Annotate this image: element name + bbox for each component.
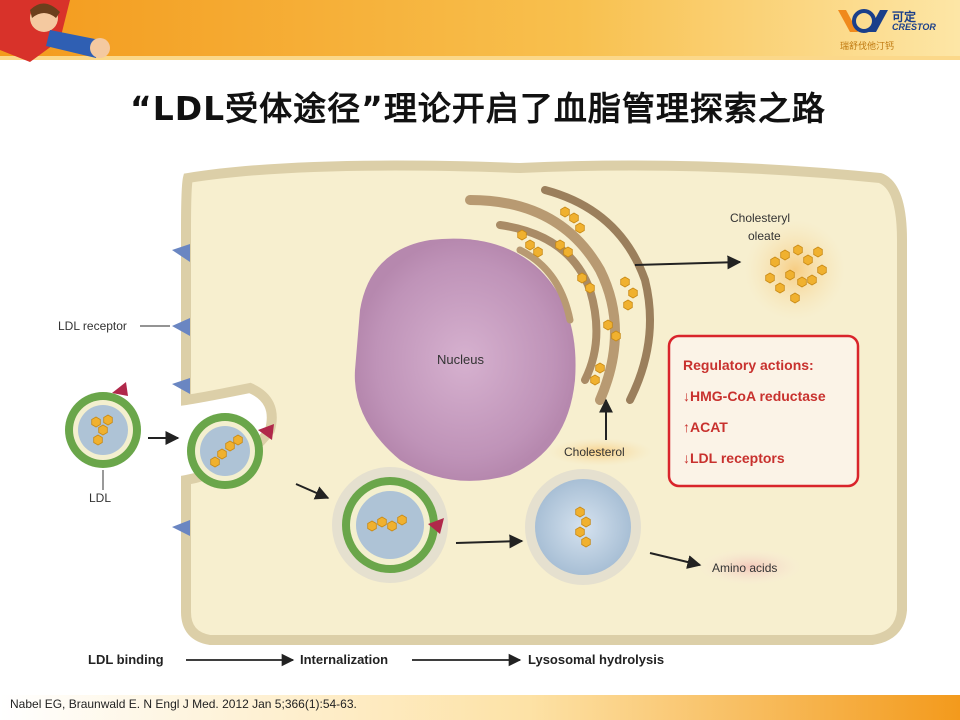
cholesterol-glow: [548, 438, 652, 466]
cholesteryl-label-line2: oleate: [748, 229, 781, 243]
ldl-receptor-label: LDL receptor: [58, 319, 127, 333]
regulatory-actions-box: [667, 334, 860, 488]
slide-title: “LDL受体途径”理论开启了血脂管理探索之路: [130, 89, 826, 128]
logo-icon: [838, 9, 888, 33]
ldl-receptors: [172, 244, 190, 536]
regulatory-item-ldl-receptors: ↓LDL receptors: [683, 450, 785, 466]
nucleus-label: Nucleus: [437, 352, 484, 367]
header-band: [0, 0, 960, 60]
regulatory-item-hmgcoa: ↓HMG-CoA reductase: [683, 388, 826, 404]
arrow-to-amino-acids: [649, 552, 702, 569]
endosome: [332, 467, 448, 583]
logo-slogan: 瑞舒伐他汀钙: [840, 42, 895, 52]
amino-acids-blob: [698, 549, 802, 585]
footer-band: [0, 695, 960, 720]
arrow-to-lysosome: [455, 534, 524, 549]
arrow-to-cholesteryl: [634, 255, 742, 270]
ldl-particle-bound: [187, 413, 274, 489]
amino-acids-label: Amino acids: [712, 561, 777, 575]
ldl-particle-outside: [65, 382, 141, 468]
stage-ldl-binding: LDL binding: [88, 652, 164, 667]
cholesterol-label: Cholesterol: [564, 445, 625, 459]
citation: Nabel EG, Braunwald E. N Engl J Med. 201…: [10, 697, 357, 711]
logo-brand-en: CRESTOR: [892, 22, 936, 32]
stage-lysosomal-hydrolysis: Lysosomal hydrolysis: [528, 652, 664, 667]
regulatory-heading: Regulatory actions:: [683, 357, 814, 373]
nucleus: [354, 238, 576, 481]
lysosome: [525, 469, 641, 585]
stage-internalization: Internalization: [300, 652, 388, 667]
arrow-internalize: [295, 483, 330, 500]
cholesteryl-oleate-droplet: [745, 220, 845, 320]
logo-brand-cn: 可定: [892, 10, 917, 24]
cholesteryl-label-line1: Cholesteryl: [730, 211, 790, 225]
regulatory-item-acat: ↑ACAT: [683, 419, 728, 435]
superhero-illustration: [0, 0, 110, 62]
ldl-label: LDL: [89, 491, 111, 505]
brand-logo: 可定 CRESTOR 瑞舒伐他汀钙: [836, 6, 954, 52]
